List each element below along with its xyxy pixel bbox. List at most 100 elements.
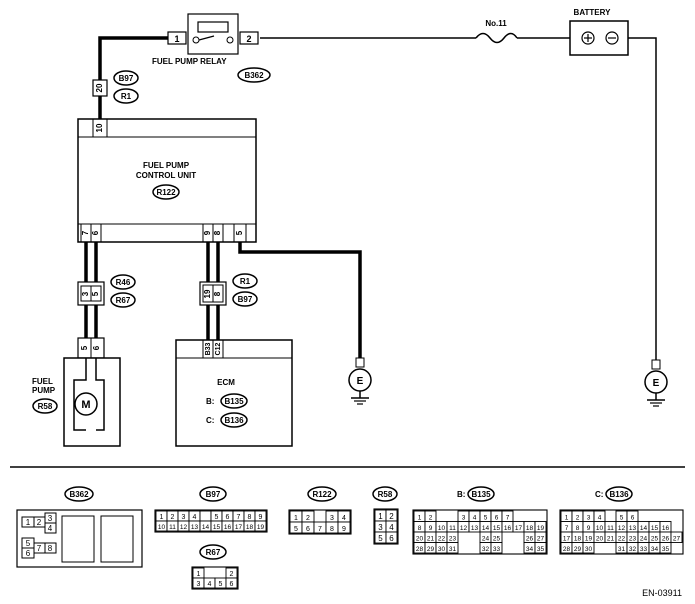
relay-connector: B362 (244, 71, 264, 80)
pin-number: 5 (219, 581, 223, 588)
relay-pin-1: 1 (174, 34, 179, 44)
ecm-connector-b: B135 (224, 397, 244, 406)
ground-battery: E (644, 359, 668, 407)
fuel-pump-relay: 1 2 FUEL PUMP RELAY B362 (152, 13, 271, 83)
pin-cell (199, 510, 212, 522)
pin-number: 23 (629, 536, 637, 543)
svg-text:5: 5 (26, 539, 31, 548)
pin-number: 5 (484, 515, 488, 522)
pin-number: 34 (651, 546, 659, 553)
pin-number: 18 (574, 536, 582, 543)
pin-number: 33 (640, 546, 648, 553)
svg-text:C12: C12 (215, 342, 222, 355)
link-connector-top: 20 B97 R1 (92, 70, 139, 104)
pin-number: 31 (618, 546, 626, 553)
pin-cell (254, 520, 267, 532)
pin-number: 5 (294, 526, 298, 533)
svg-text:3: 3 (81, 291, 90, 296)
pin-number: 12 (180, 524, 188, 531)
pin-number: 34 (526, 546, 534, 553)
pump-label-2: PUMP (32, 386, 56, 395)
svg-text:B362: B362 (69, 490, 89, 499)
svg-text:R58: R58 (378, 490, 393, 499)
svg-text:B136: B136 (609, 490, 629, 499)
pin-number: 10 (596, 525, 604, 532)
pin-number: 1 (160, 514, 164, 521)
relay-pin-2: 2 (246, 34, 251, 44)
pin-number: 19 (585, 536, 593, 543)
pin-number: 25 (493, 536, 501, 543)
svg-text:B:: B: (206, 397, 214, 406)
connector-view-b362: B362 1 2 3 4 5 6 7 8 (16, 486, 143, 568)
svg-text:2: 2 (37, 518, 42, 527)
document-id: EN-03911 (642, 588, 682, 598)
pin-number: 7 (565, 525, 569, 532)
pin-number: 23 (449, 536, 457, 543)
pin-number: 16 (662, 525, 670, 532)
pin-number: 28 (416, 546, 424, 553)
wire-fpcu-ground (238, 242, 362, 358)
fpcu-connector: R122 (156, 188, 176, 197)
pin-number: 3 (182, 514, 186, 521)
svg-text:7: 7 (37, 544, 42, 553)
svg-text:1: 1 (26, 518, 31, 527)
svg-text:B33: B33 (205, 342, 212, 355)
pin-number: 28 (563, 546, 571, 553)
svg-text:R67: R67 (206, 548, 221, 557)
pin-number: 17 (563, 536, 571, 543)
pin-number: 15 (651, 525, 659, 532)
pin-number: 33 (493, 546, 501, 553)
pin-number: 1 (294, 515, 298, 522)
pin-number: 8 (248, 514, 252, 521)
pin-number: 13 (191, 524, 199, 531)
pin-number: 6 (631, 515, 635, 522)
pin-number: 21 (427, 536, 435, 543)
pin-number: 7 (318, 526, 322, 533)
svg-text:5: 5 (91, 291, 100, 296)
pin-number: 27 (537, 536, 545, 543)
pin-number: 6 (306, 526, 310, 533)
pin-number: 7 (506, 515, 510, 522)
link-top-conn-a: B97 (119, 74, 134, 83)
pin-number: 14 (202, 524, 210, 531)
pin-number: 30 (438, 546, 446, 553)
link-connector-left: 3 5 R46 R67 (77, 274, 136, 308)
fpcu-title-2: CONTROL UNIT (136, 171, 196, 180)
link-mid-conn-a: R1 (240, 277, 251, 286)
pin-number: 4 (208, 581, 212, 588)
pin-number: 32 (482, 546, 490, 553)
pin-number: 24 (640, 536, 648, 543)
connector-frame (191, 566, 239, 590)
connector-frame (412, 509, 548, 555)
pin-number: 16 (504, 525, 512, 532)
pin-number: 32 (629, 546, 637, 553)
pin-number: 30 (585, 546, 593, 553)
ecm-label: ECM (217, 378, 235, 387)
battery-label: BATTERY (574, 8, 612, 17)
ecm: B33 C12 ECM B: B135 C: B136 (175, 339, 293, 447)
pin-number: 31 (449, 546, 457, 553)
wire-relay-pin1 (98, 36, 168, 80)
pin-number: 6 (389, 534, 394, 543)
pin-cell (385, 531, 398, 544)
svg-text:3: 3 (48, 514, 53, 523)
svg-text:M: M (81, 399, 90, 411)
svg-text:4: 4 (48, 524, 53, 533)
pin-number: 29 (427, 546, 435, 553)
pin-number: 22 (618, 536, 626, 543)
pin-cell (670, 531, 683, 543)
fpcu-title-1: FUEL PUMP (143, 161, 190, 170)
pin-cell (534, 542, 547, 554)
ground-fpcu: E (348, 357, 372, 405)
pin-number: 2 (171, 514, 175, 521)
pin-number: 10 (158, 524, 166, 531)
pin-number: 25 (651, 536, 659, 543)
pin-number: 27 (673, 536, 681, 543)
battery: BATTERY (569, 8, 629, 56)
wire-battery-ground (628, 37, 657, 360)
pin-number: 2 (306, 515, 310, 522)
